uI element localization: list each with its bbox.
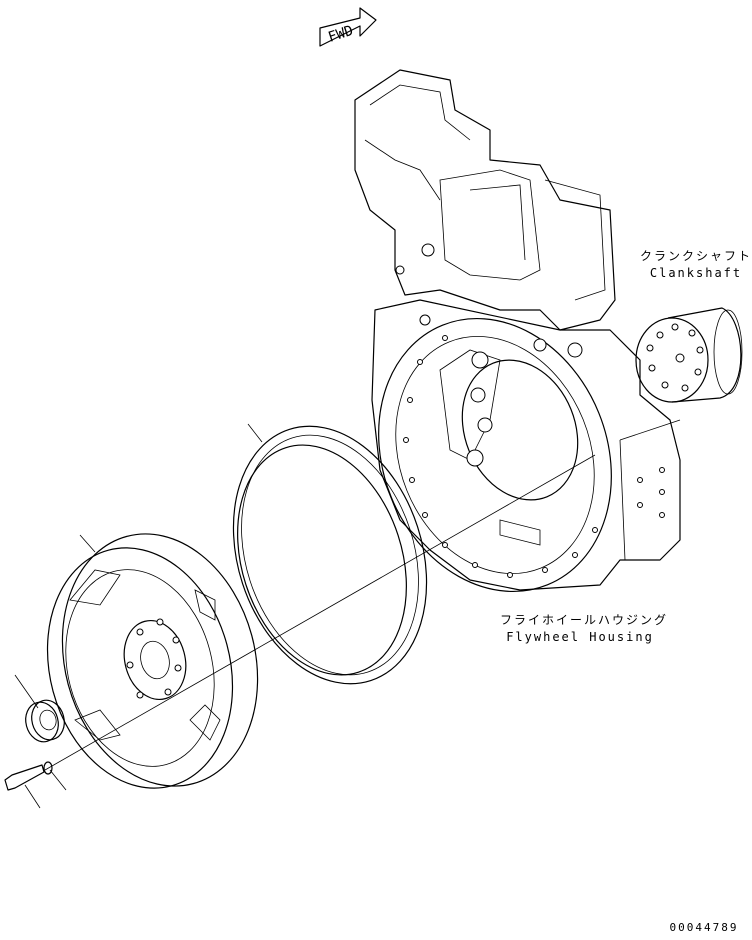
ring-gear [232, 425, 428, 685]
fwd-arrow-text: FWD [326, 23, 355, 46]
crankshaft-label-en: Clankshaft [649, 266, 743, 280]
bolt-and-washer [4, 761, 53, 791]
crankshaft [635, 307, 743, 403]
leader-lines [14, 423, 596, 809]
fwd-arrow-icon: FWD [319, 7, 377, 47]
flywheel [46, 533, 259, 789]
pilot-bearing [25, 699, 65, 743]
housing-label-en: Flywheel Housing [506, 630, 654, 644]
drawing-number: 00044789 [669, 921, 739, 934]
flywheel-housing [354, 69, 681, 593]
crankshaft-label-jp: クランクシャフト [640, 249, 752, 263]
housing-label-jp: フライホイールハウジング [500, 613, 669, 627]
